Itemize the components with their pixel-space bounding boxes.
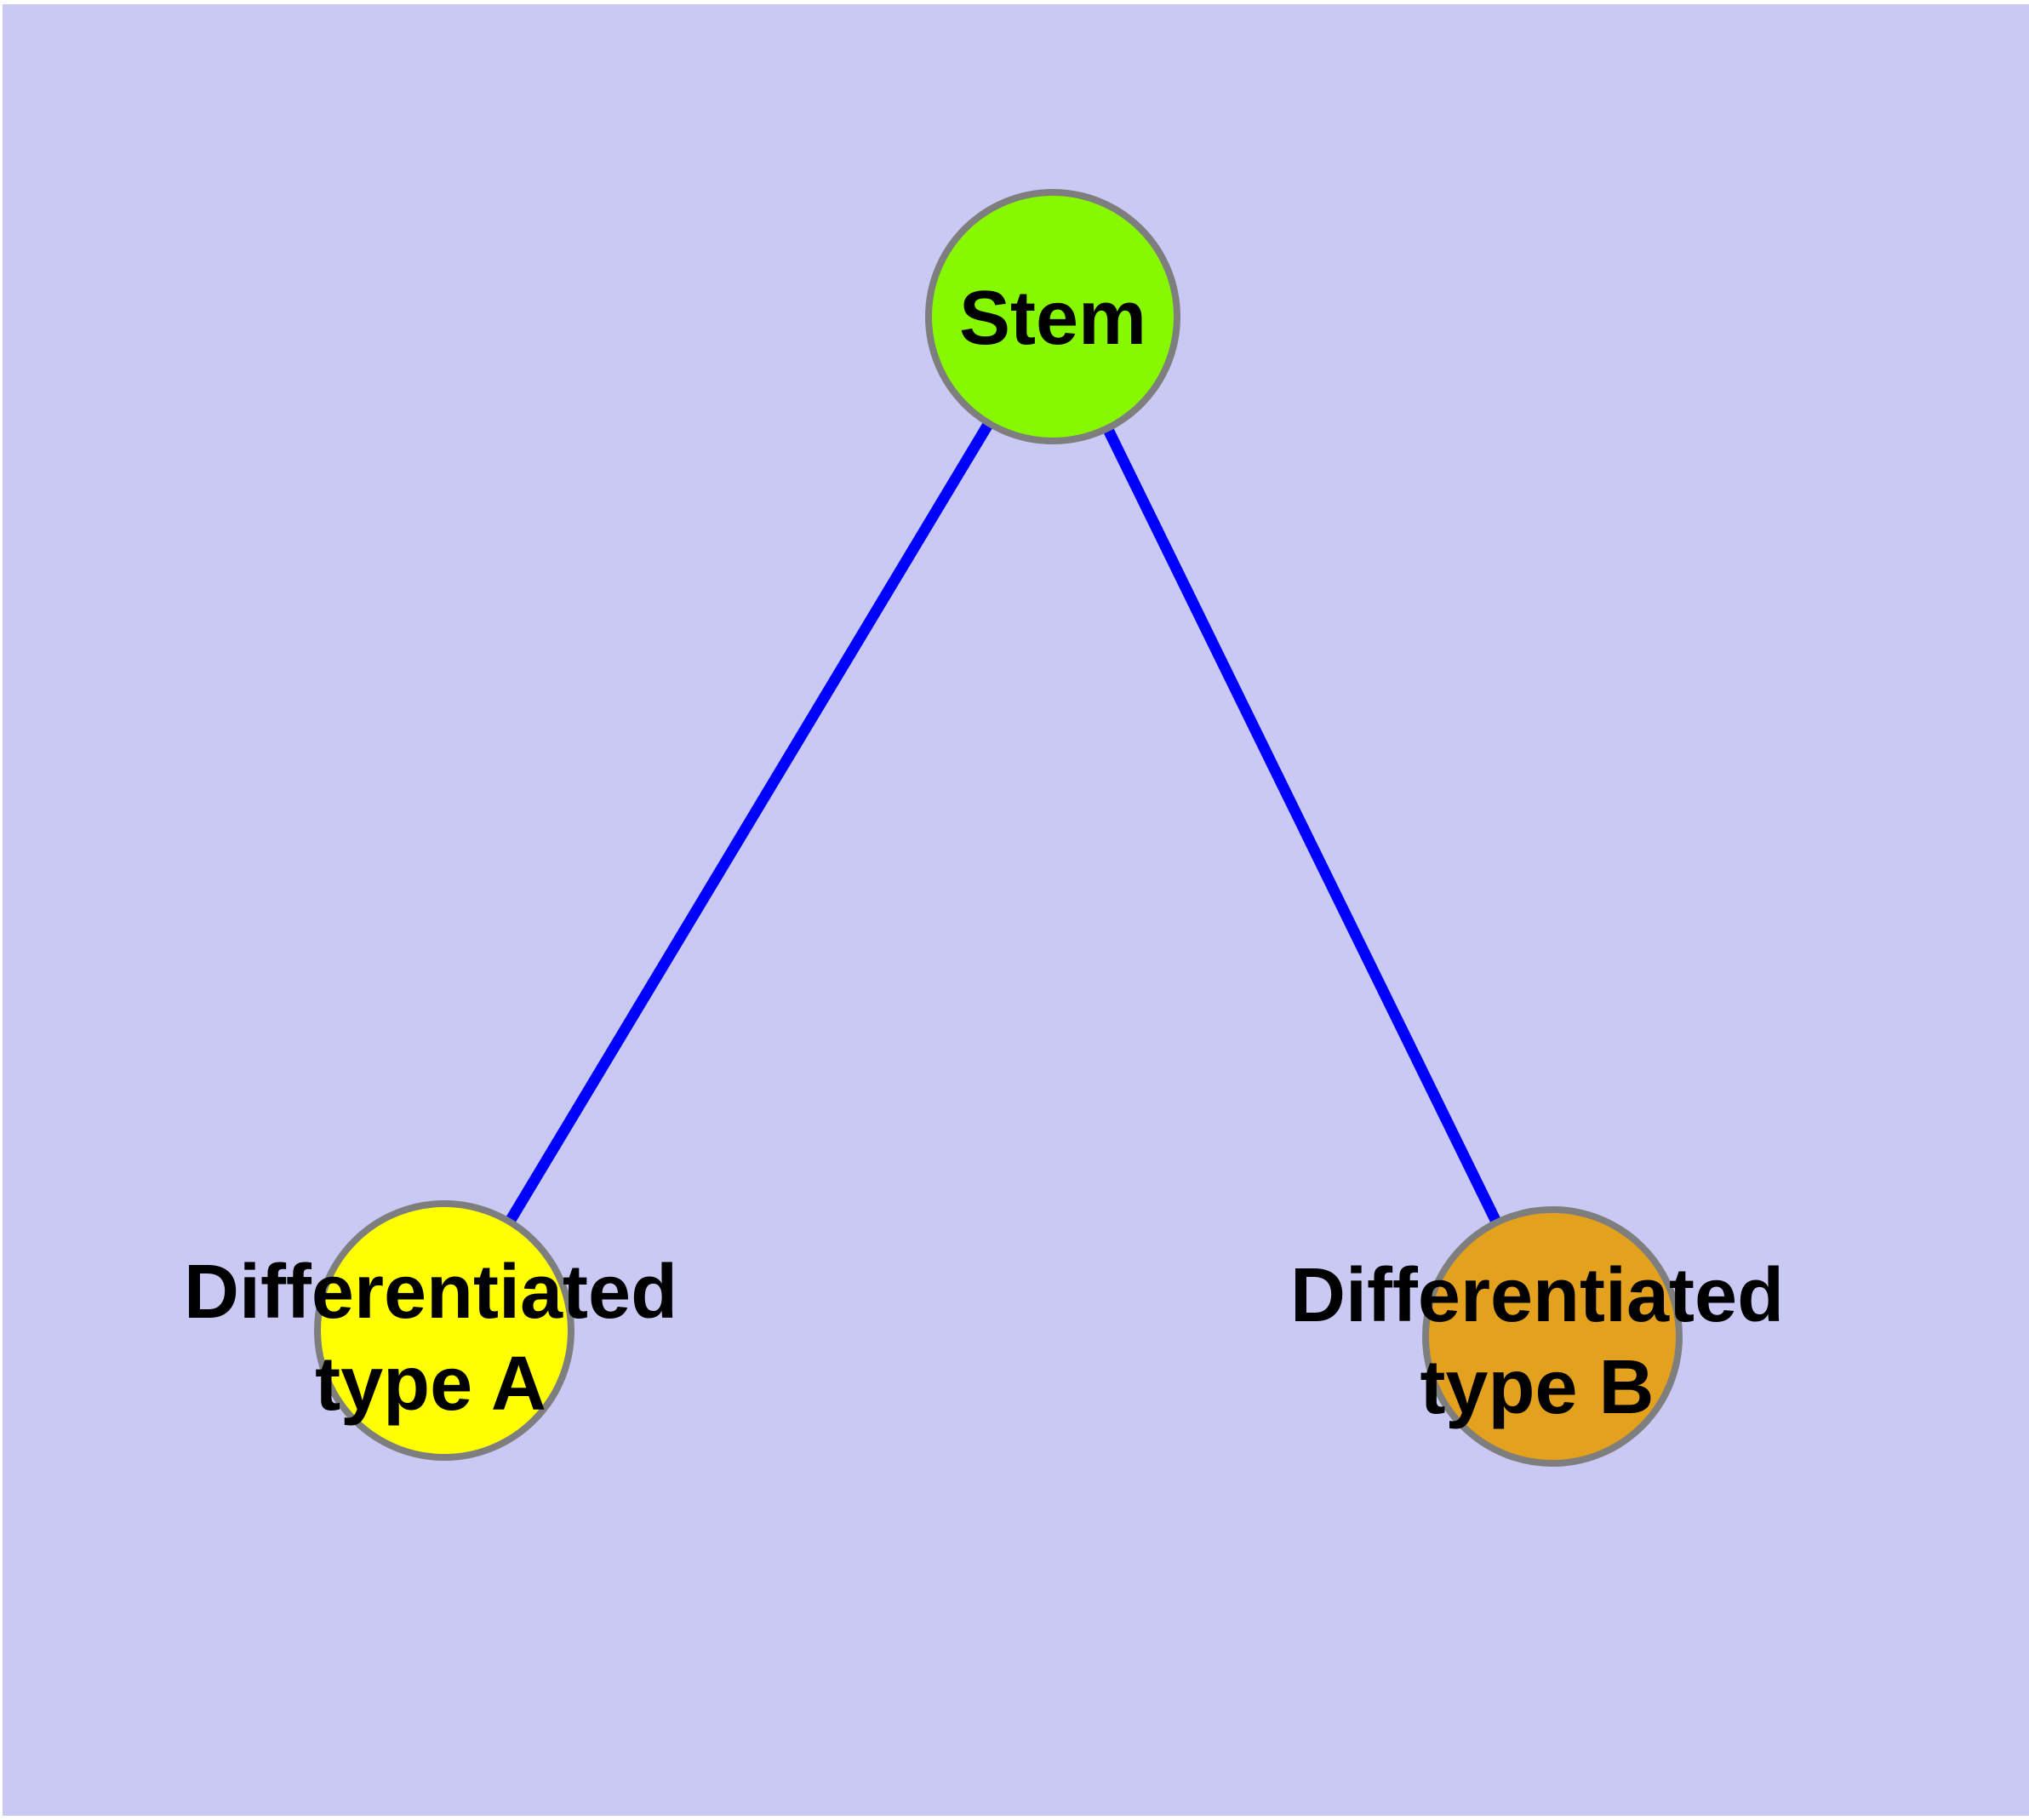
node-stem-label: Stem [958,276,1147,361]
node-type-b-circle [1422,1206,1683,1467]
node-type-a-label: Differentiated type A [183,1250,678,1427]
node-type-b-label: Differentiated type B [1289,1253,1785,1430]
edge-stem-to-type-b [1048,314,1557,1339]
node-type-a-circle [314,1200,574,1461]
node-stem-circle [925,189,1180,444]
edge-stem-to-type-a [439,313,1058,1334]
